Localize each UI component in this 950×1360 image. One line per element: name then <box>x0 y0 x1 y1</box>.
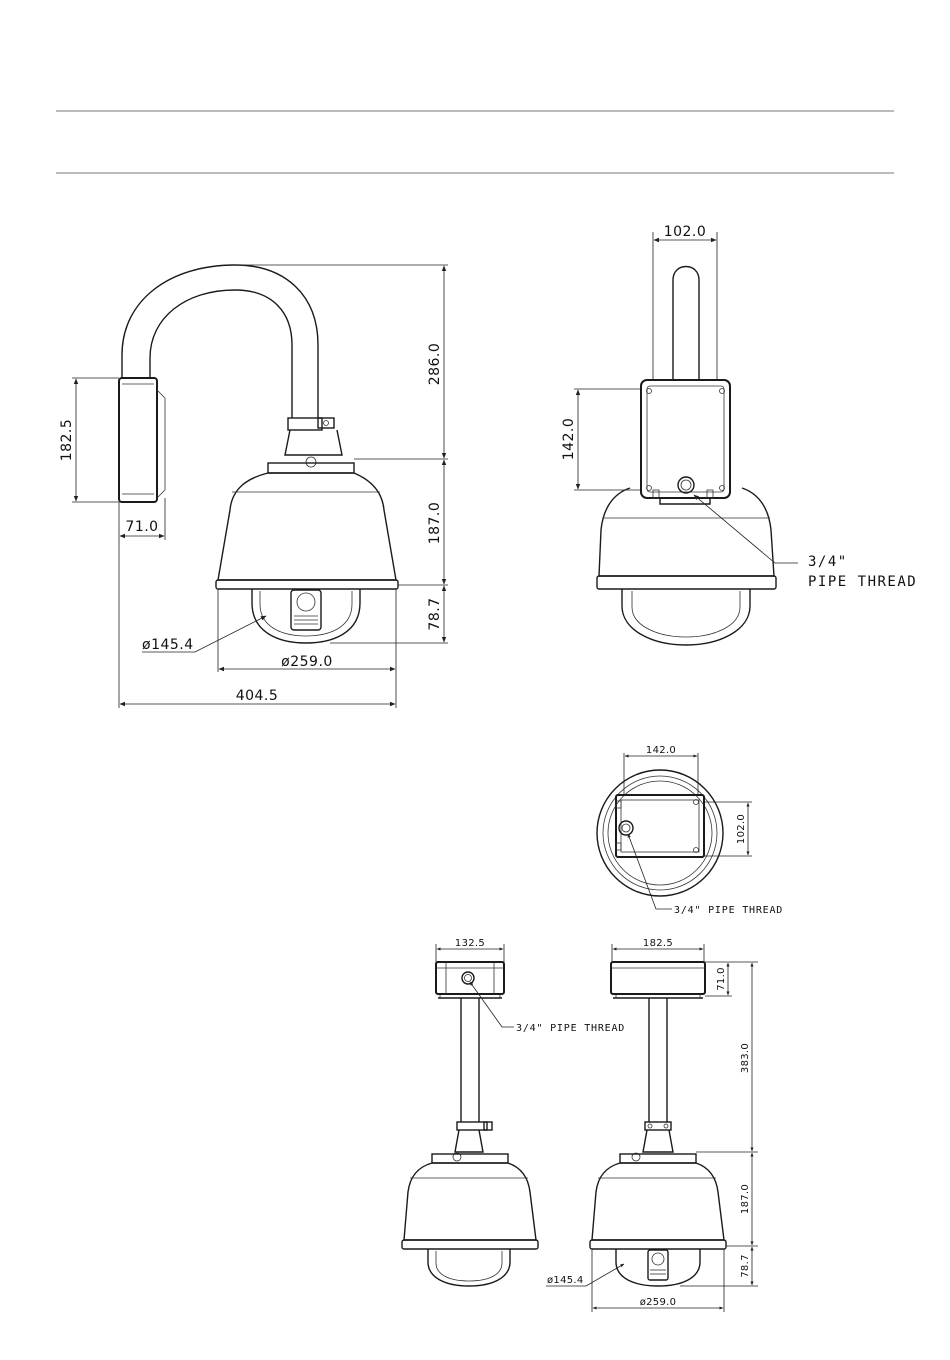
dim-pendant-box-width: 132.5 <box>455 938 485 949</box>
housing <box>216 463 398 589</box>
wall-box <box>119 378 165 502</box>
dim-plate-width: 102.0 <box>664 224 707 240</box>
pendant-front-view: 182.5 71.0 383.0 187.0 78.7 ø259.0 ø145.… <box>546 938 758 1312</box>
dim-plate-height: 142.0 <box>561 418 577 461</box>
dim-dome-diameter: ø145.4 <box>142 637 194 653</box>
note-thread-size: 3/4" <box>808 554 848 570</box>
pendant-side-view: 132.5 3/4" PIPE THREAD <box>402 938 625 1286</box>
dim-pendant-housing-height: 187.0 <box>740 1184 751 1214</box>
dim-box-height: 182.5 <box>59 419 75 462</box>
dim-pendant-housing-diameter: ø259.0 <box>640 1297 677 1308</box>
dim-pendant-front-box-width: 182.5 <box>643 938 673 949</box>
wall-mount-side-view: 286.0 187.0 78.7 182.5 71.0 ø145.4 ø259.… <box>59 265 448 708</box>
dome <box>252 589 360 643</box>
mounting-plate <box>641 380 730 504</box>
note-top-thread: 3/4" PIPE THREAD <box>674 905 783 916</box>
wall-mount-back-view: 102.0 142.0 3/4" PIPE THREAD <box>561 224 917 645</box>
top-view: 142.0 102.0 3/4" PIPE THREAD <box>597 745 783 916</box>
dim-arm-height: 286.0 <box>427 343 443 386</box>
dim-pendant-pole-length: 383.0 <box>740 1043 751 1073</box>
dim-housing-height: 187.0 <box>427 502 443 545</box>
dim-overall-width: 404.5 <box>236 688 279 704</box>
note-pendant-thread: 3/4" PIPE THREAD <box>516 1023 625 1034</box>
dim-top-plate-height: 102.0 <box>736 814 747 844</box>
gooseneck-arm <box>122 265 318 418</box>
dim-housing-diameter: ø259.0 <box>281 654 333 670</box>
pipe-coupling <box>285 418 342 467</box>
dim-dome-height: 78.7 <box>427 597 443 630</box>
dim-pendant-dome-height: 78.7 <box>740 1254 751 1277</box>
dim-pendant-dome-diameter: ø145.4 <box>547 1275 584 1286</box>
dim-box-depth: 71.0 <box>125 519 158 535</box>
dim-top-plate-width: 142.0 <box>646 745 676 756</box>
dim-pendant-box-height: 71.0 <box>716 967 727 990</box>
note-thread-type: PIPE THREAD <box>808 574 917 590</box>
